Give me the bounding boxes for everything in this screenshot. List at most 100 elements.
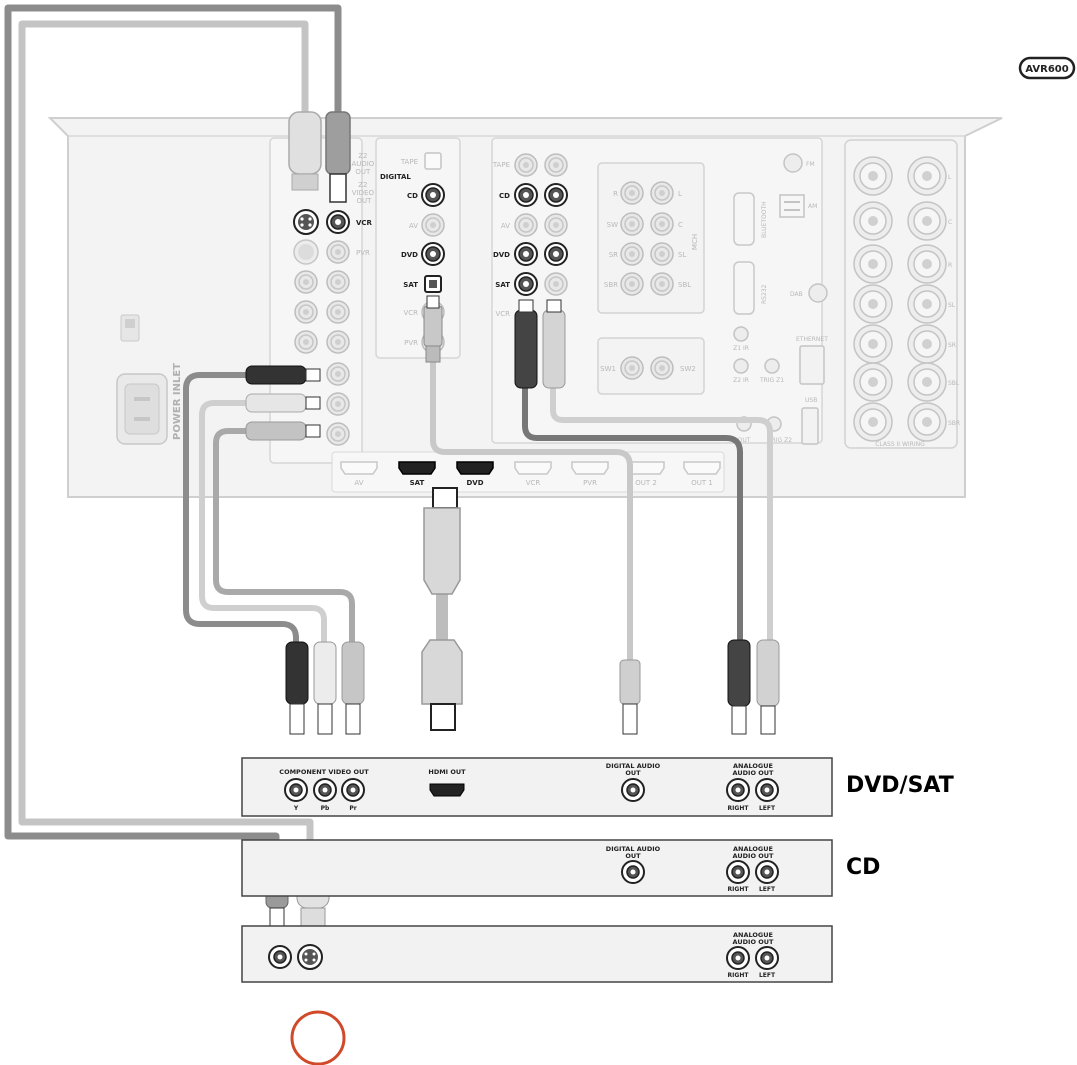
pvr-label: PVR: [356, 249, 370, 257]
svg-text:AVR600: AVR600: [1025, 64, 1068, 75]
svg-text:C: C: [948, 219, 952, 226]
analog-input-labels: TAPE CD AV DVD SAT VCR: [492, 161, 510, 318]
svg-text:COMPONENT VIDEO OUT: COMPONENT VIDEO OUT: [279, 768, 369, 776]
svg-text:R: R: [613, 190, 618, 198]
svg-text:AUDIO OUT: AUDIO OUT: [733, 852, 775, 860]
svg-text:C: C: [678, 221, 683, 229]
cable-component-pr: [213, 428, 355, 645]
svg-text:DIGITAL AUDIO: DIGITAL AUDIO: [606, 762, 661, 770]
svg-text:DVD: DVD: [401, 251, 418, 259]
svg-text:ANALOGUE: ANALOGUE: [733, 931, 773, 939]
power-inlet: POWER INLET: [116, 314, 183, 445]
vcr-label: VCR: [356, 219, 373, 227]
device-dvd-sat: COMPONENT VIDEO OUT Y Pb Pr HDMI OUT DIG…: [241, 757, 833, 817]
svg-text:RIGHT: RIGHT: [728, 972, 750, 979]
svg-text:OUT: OUT: [625, 852, 641, 860]
svg-text:OUT 2: OUT 2: [635, 479, 657, 487]
svg-text:ETHERNET: ETHERNET: [796, 336, 828, 343]
svg-text:SAT: SAT: [495, 281, 510, 289]
svg-text:BLUETOOTH: BLUETOOTH: [761, 201, 768, 238]
svg-text:R: R: [948, 262, 952, 269]
multichannel-input: R SW SR SBR L C SL SBL MCH: [604, 181, 699, 296]
svg-text:SW: SW: [607, 221, 618, 229]
svg-text:PVR: PVR: [583, 479, 597, 487]
device-vcr: ANALOGUE AUDIO OUT RIGHT LEFT: [241, 925, 833, 983]
cable-coax-digital: [430, 359, 633, 663]
svg-text:VCR: VCR: [403, 309, 418, 317]
svg-text:TAPE: TAPE: [492, 161, 510, 169]
cable-analogue-l: [550, 385, 773, 643]
cable-component-pb: [199, 400, 327, 645]
svg-text:TRIG Z1: TRIG Z1: [759, 377, 784, 384]
svg-text:SBL: SBL: [948, 380, 960, 387]
cable-z2-audio: [4, 4, 342, 854]
svg-text:SAT: SAT: [403, 281, 418, 289]
svg-text:Z2 IR: Z2 IR: [733, 377, 749, 384]
svideo-pvr-socket: [293, 239, 319, 265]
svg-text:DIGITAL AUDIO: DIGITAL AUDIO: [606, 845, 661, 853]
svg-text:SW2: SW2: [680, 365, 696, 373]
svg-text:L: L: [678, 190, 682, 198]
svg-text:LEFT: LEFT: [759, 972, 776, 979]
cable-analogue-r: [522, 385, 743, 643]
svg-text:VCR: VCR: [495, 310, 510, 318]
hdmi-inputs: AV SAT DVD VCR PVR OUT 2 OUT 1: [340, 461, 721, 487]
svg-text:L: L: [948, 174, 952, 181]
svg-text:VCR: VCR: [526, 479, 541, 487]
device-cd-name: CD: [846, 855, 880, 880]
device-dvd-sat-name: DVD/SAT: [846, 773, 954, 798]
svg-text:LEFT: LEFT: [759, 886, 776, 893]
svg-text:SBR: SBR: [604, 281, 618, 289]
svg-text:AUDIO OUT: AUDIO OUT: [733, 938, 775, 946]
svg-text:Z2 AUDIO OUT: Z2 AUDIO OUT Z2 VIDEO OUT: [351, 152, 376, 205]
svg-text:OUT: OUT: [738, 437, 751, 444]
svideo-vcr-socket: [293, 209, 319, 235]
svg-text:AV: AV: [354, 479, 363, 487]
svg-text:CD: CD: [499, 192, 510, 200]
svg-text:Y: Y: [293, 805, 299, 812]
svg-text:Pb: Pb: [321, 805, 330, 812]
device-cd: DIGITAL AUDIO OUT ANALOGUE AUDIO OUT RIG…: [241, 839, 833, 897]
svg-text:LEFT: LEFT: [759, 805, 776, 812]
svg-text:SL: SL: [678, 251, 686, 259]
speaker-terminals: L C R SL SR SBL SBR CLASS II WIRING: [853, 156, 960, 448]
svg-text:DVD: DVD: [493, 251, 510, 259]
svg-text:SR: SR: [948, 342, 956, 349]
svg-text:RIGHT: RIGHT: [728, 886, 750, 893]
highlight-marker: [290, 1010, 346, 1065]
cable-z2-video: [18, 20, 314, 854]
svg-text:SW1: SW1: [600, 365, 616, 373]
svg-text:CD: CD: [407, 192, 418, 200]
power-inlet-label: POWER INLET: [172, 363, 183, 440]
svg-text:OUT 1: OUT 1: [691, 479, 713, 487]
svg-text:SR: SR: [609, 251, 618, 259]
svg-text:ANALOGUE: ANALOGUE: [733, 845, 773, 853]
svg-text:FM: FM: [806, 161, 815, 168]
svg-text:AM: AM: [808, 203, 817, 210]
svg-text:SBL: SBL: [678, 281, 691, 289]
svg-text:MCH: MCH: [691, 234, 699, 250]
svg-text:AUDIO OUT: AUDIO OUT: [733, 769, 775, 777]
svg-text:ANALOGUE: ANALOGUE: [733, 762, 773, 770]
svg-text:SAT: SAT: [410, 479, 425, 487]
svg-text:RS232: RS232: [761, 284, 768, 304]
digital-label: DIGITAL: [380, 173, 411, 181]
svg-text:CLASS II WIRING: CLASS II WIRING: [875, 441, 925, 448]
svg-text:AV: AV: [501, 222, 510, 230]
serial-ports: BLUETOOTH RS232: [733, 192, 768, 315]
digital-input-labels: TAPE CD AV DVD SAT VCR PVR: [400, 158, 418, 347]
svg-text:USB: USB: [805, 397, 817, 404]
svg-text:TAPE: TAPE: [400, 158, 418, 166]
svg-text:SL: SL: [948, 302, 956, 309]
svg-text:HDMI OUT: HDMI OUT: [428, 768, 466, 776]
cables: [4, 4, 773, 854]
svg-text:PVR: PVR: [404, 339, 418, 347]
svg-text:TRIG Z2: TRIG Z2: [767, 437, 792, 444]
model-badge: AVR600: [1018, 56, 1076, 80]
svg-text:OUT: OUT: [625, 769, 641, 777]
svg-text:SBR: SBR: [948, 420, 960, 427]
svg-text:Z1 IR: Z1 IR: [733, 345, 749, 352]
svg-text:RIGHT: RIGHT: [728, 805, 750, 812]
svg-text:DVD: DVD: [466, 479, 483, 487]
